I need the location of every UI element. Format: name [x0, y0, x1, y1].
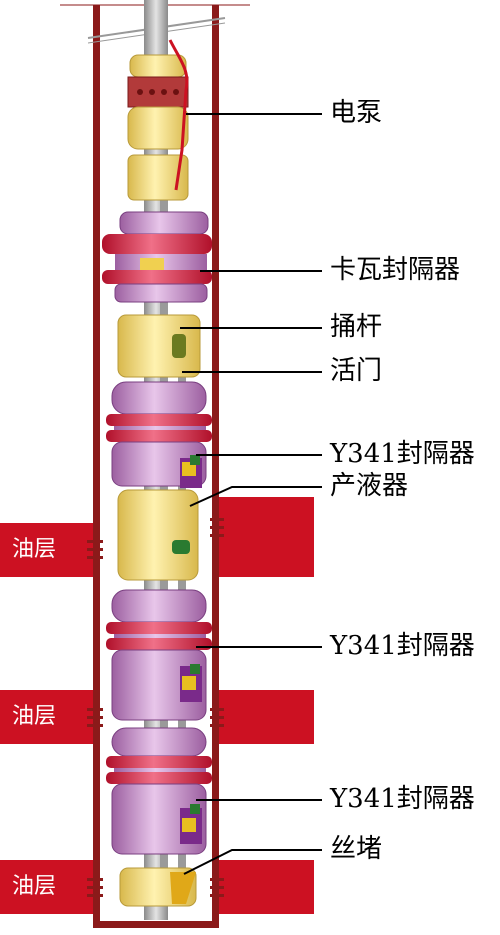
- oil-layer-label-1: 油层: [12, 537, 57, 562]
- slip-packer: [102, 211, 212, 303]
- y341-packer-1: [106, 381, 212, 488]
- leader-lines: [180, 113, 322, 875]
- label-producer: 产液器: [330, 471, 409, 501]
- valve-housing: [117, 314, 201, 378]
- casing-left-wall: [93, 5, 100, 928]
- oil-layer-band-3: [0, 860, 95, 914]
- label-packer-2: Y341封隔器: [330, 631, 475, 661]
- label-plug: 丝堵: [330, 834, 383, 864]
- plug: [119, 867, 197, 907]
- electric-pump: [127, 39, 189, 201]
- oil-layer-band-3-right: [218, 860, 314, 914]
- oil-layer-label-3: 油层: [12, 874, 57, 899]
- oil-layer-band-1: [0, 523, 95, 577]
- label-pump: 电泵: [330, 98, 383, 128]
- casing-right-wall: [212, 5, 219, 928]
- label-packer-1: Y341封隔器: [330, 439, 475, 469]
- label-packer-3: Y341封隔器: [330, 784, 475, 814]
- liquid-producer: [117, 489, 199, 581]
- y341-packer-2: [106, 589, 212, 721]
- leader-plug: [183, 849, 322, 875]
- label-slip-packer: 卡瓦封隔器: [330, 255, 461, 285]
- oil-layer-band-2-right: [218, 690, 314, 744]
- oil-layer-band-2: [0, 690, 95, 744]
- y341-packer-3: [106, 727, 212, 855]
- oil-layer-label-2: 油层: [12, 704, 57, 729]
- casing-bottom: [93, 921, 219, 928]
- label-valve: 活门: [330, 356, 383, 386]
- label-plunger: 捅杆: [330, 312, 383, 342]
- leader-producer: [189, 486, 322, 507]
- oil-layer-band-1-right: [218, 497, 314, 577]
